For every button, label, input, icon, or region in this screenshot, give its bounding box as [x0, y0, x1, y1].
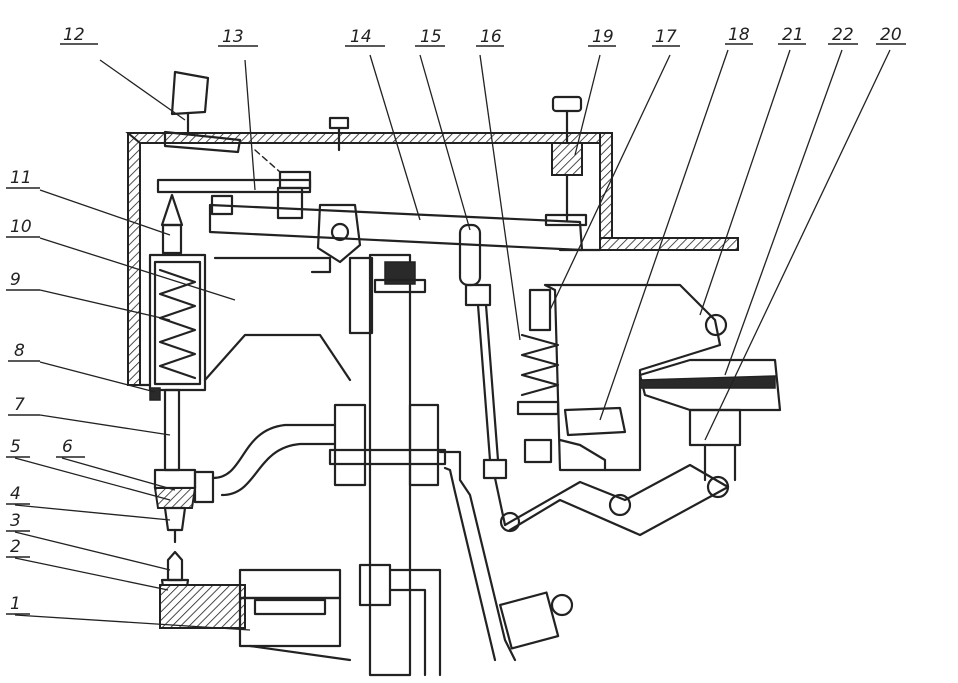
label-13: 13 [222, 27, 244, 47]
central-body [203, 253, 574, 677]
link-15-16 [458, 223, 521, 533]
label-22: 22 [832, 25, 854, 45]
label-1: 1 [10, 594, 21, 614]
label-11: 11 [10, 168, 32, 188]
leader-lines [14, 49, 891, 631]
right-bracket [503, 283, 782, 537]
label-21: 21 [782, 25, 804, 45]
label-9: 9 [10, 270, 21, 290]
part-labels: 12 13 14 15 16 19 17 18 21 22 20 11 10 9… [6, 25, 906, 615]
base-plate [159, 563, 442, 677]
label-14: 14 [350, 27, 372, 47]
label-16: 16 [480, 27, 502, 47]
rocker-12-13 [156, 70, 350, 220]
adjusting-screw-19 [544, 95, 588, 227]
label-5: 5 [10, 437, 21, 457]
label-12: 12 [63, 25, 85, 45]
label-7: 7 [14, 395, 25, 415]
label-15: 15 [420, 27, 442, 47]
label-18: 18 [728, 25, 750, 45]
label-19: 19 [592, 27, 614, 47]
label-4: 4 [10, 484, 21, 504]
label-6: 6 [62, 437, 73, 457]
label-20: 20 [880, 25, 902, 45]
pin-assembly [148, 193, 215, 602]
label-2: 2 [10, 537, 21, 557]
main-lever [208, 203, 584, 264]
spring-17 [516, 288, 560, 464]
label-10: 10 [10, 217, 32, 237]
label-3: 3 [10, 511, 21, 531]
label-17: 17 [655, 27, 677, 47]
label-8: 8 [14, 341, 25, 361]
